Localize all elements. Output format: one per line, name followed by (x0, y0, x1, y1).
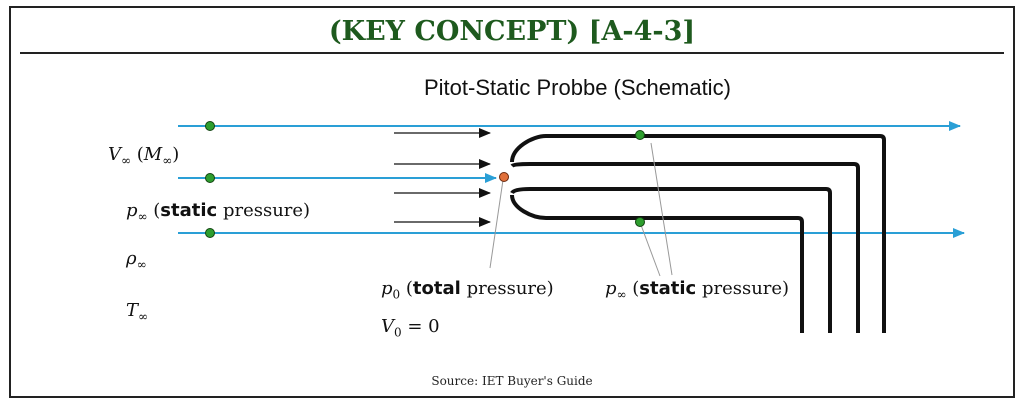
diagram-frame (9, 6, 1015, 398)
label-freestream-density: ρ∞ (126, 248, 147, 272)
marker-static-port-upper (635, 130, 645, 140)
probe-inner-wall-upper (510, 162, 860, 333)
leader-static-lower (640, 224, 661, 277)
label-freestream-velocity: V∞ (M∞) (108, 144, 180, 168)
leader-total-pressure (489, 179, 504, 269)
probe-outer-wall (510, 134, 886, 333)
label-freestream-temperature: T∞ (126, 300, 149, 324)
probe-inner-wall-lower (510, 187, 832, 333)
leader-static-upper (650, 142, 673, 276)
label-stagnation-velocity: V0 = 0 (381, 316, 440, 340)
marker-streamline-top (205, 121, 215, 131)
source-caption: Source: IET Buyer's Guide (431, 374, 593, 388)
marker-stagnation-point (499, 172, 509, 182)
marker-static-port-lower (635, 217, 645, 227)
probe-outer-wall-lower (510, 194, 804, 333)
label-static-port-pressure: p∞ (static pressure) (605, 278, 790, 302)
marker-streamline-middle (205, 173, 215, 183)
probe-body (510, 134, 886, 333)
title-divider (20, 52, 1004, 54)
label-freestream-pressure: p∞ (static pressure) (126, 200, 311, 224)
label-total-pressure: p0 (total pressure) (381, 278, 554, 302)
diagram-title: Pitot-Static Probbe (Schematic) (424, 75, 731, 100)
marker-streamline-bottom (205, 228, 215, 238)
page-title: (KEY CONCEPT) [A-4-3] (328, 16, 696, 47)
